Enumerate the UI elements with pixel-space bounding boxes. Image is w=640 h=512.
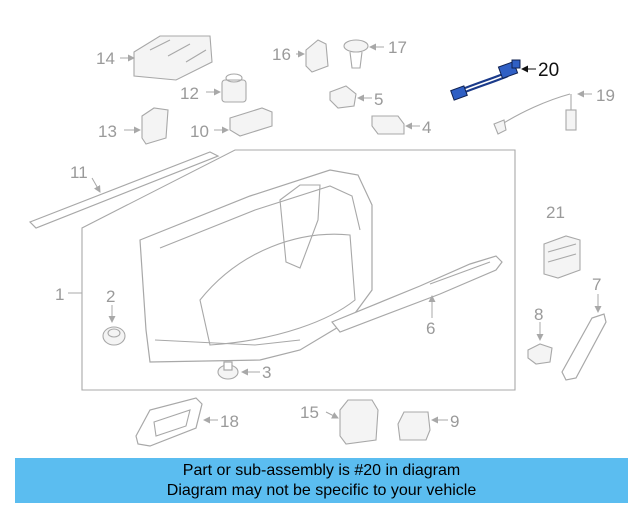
part-16-clip [305,39,329,73]
callout-4: 4 [422,118,431,137]
door-trim-panel [139,169,373,363]
callout-10: 10 [190,122,209,141]
part-7-trim-piece [561,313,607,381]
part-3-push-pin [217,361,239,380]
callout-9: 9 [450,412,459,431]
part-2-clip [102,326,126,346]
leader-11 [91,177,101,193]
part-8-small-clip [527,343,553,365]
part-21-module [543,235,581,279]
part-15-switch [339,399,379,445]
disclaimer-banner: Part or sub-assembly is #20 in diagram D… [15,458,628,503]
part-11-weatherstrip [28,151,220,229]
part-18-door-handle [135,397,203,447]
part-13-switch [141,107,169,145]
part-6-trim-strip [331,255,503,333]
callout-3: 3 [262,363,271,382]
leader-15 [325,411,339,419]
part-5-bracket [329,85,357,109]
part-10-switch [229,107,273,137]
callout-8: 8 [534,305,543,324]
callout-17: 17 [388,38,407,57]
callout-16: 16 [272,45,291,64]
parts-diagram: 1 2 3 4 5 6 7 8 9 [28,35,615,447]
callout-15: 15 [300,403,319,422]
callout-12: 12 [180,84,199,103]
callout-1: 1 [55,285,64,304]
part-4-clip [371,115,405,135]
callout-14: 14 [96,49,115,68]
callout-5: 5 [374,90,383,109]
callout-18: 18 [220,412,239,431]
callout-2: 2 [106,287,115,306]
part-14-window-switch [133,35,213,81]
part-9-switch [397,411,431,441]
door-panel-assembly-frame [81,149,516,391]
part-12-switch [221,73,247,103]
banner-line-1: Part or sub-assembly is #20 in diagram [182,462,461,479]
callout-21: 21 [546,203,565,222]
callout-11: 11 [70,163,88,182]
part-19-cable [493,93,577,135]
callout-13: 13 [98,122,117,141]
callout-6: 6 [426,319,435,338]
part-17-plug [343,39,369,69]
callout-20: 20 [538,60,559,81]
callout-7: 7 [592,275,601,294]
part-20-wiring-harness [450,59,521,101]
banner-line-2: Diagram may not be specific to your vehi… [166,482,477,499]
callout-19: 19 [596,86,615,105]
